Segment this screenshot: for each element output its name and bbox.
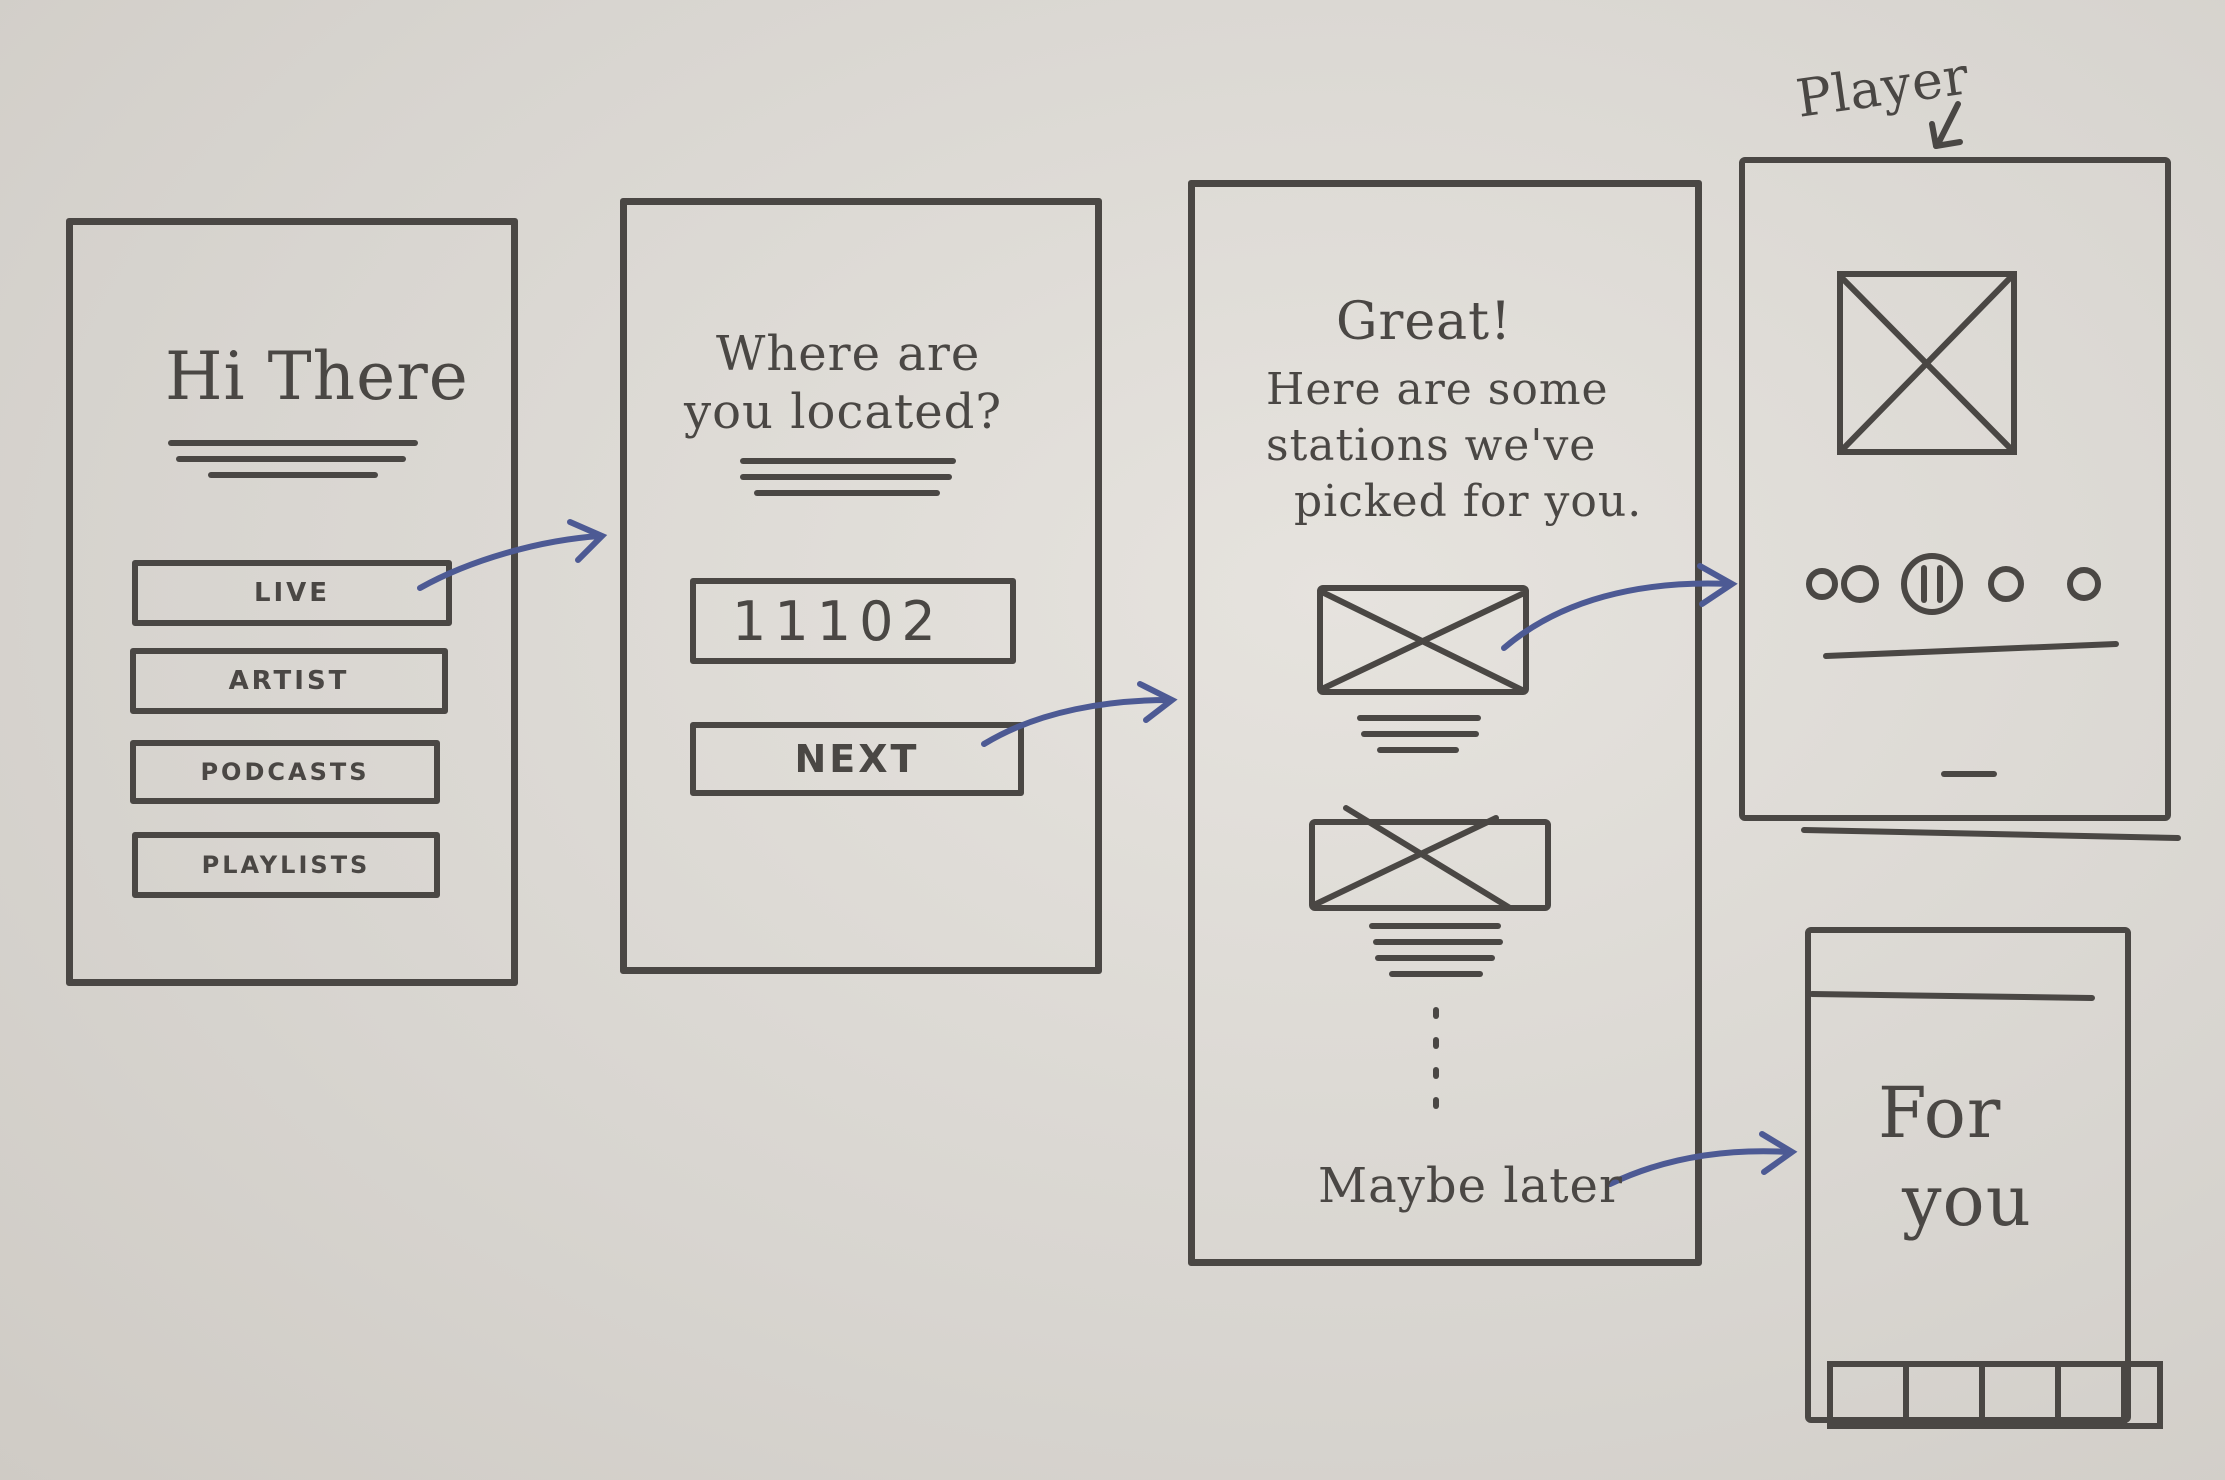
player-progress-bar — [1823, 641, 2119, 659]
player-prev-icon — [1806, 568, 1838, 600]
foryou-title-line2: you — [1902, 1160, 2032, 1242]
screen-foryou — [1805, 927, 2131, 1423]
flow-arrow-1 — [417, 533, 603, 591]
stations-subtitle-line2: stations we've — [1266, 420, 1597, 471]
zip-input[interactable]: 11102 — [690, 578, 1016, 664]
player-pause-icon — [1901, 553, 1963, 615]
location-title-line1: Where are — [716, 326, 981, 382]
player-pointer-arrow — [1935, 101, 1961, 147]
foryou-title-line1: For — [1878, 1072, 2002, 1154]
screen-player — [1739, 157, 2171, 821]
location-title-line2: you located? — [684, 384, 1003, 440]
foryou-tab-bar — [1827, 1361, 2163, 1429]
live-button[interactable]: LIVE — [132, 560, 452, 626]
stations-subtitle-line1: Here are some — [1266, 364, 1609, 415]
player-rewind-icon — [1841, 565, 1879, 603]
foryou-header-line — [1809, 991, 2095, 1001]
album-art-placeholder — [1837, 271, 2017, 455]
stations-subtitle-line3: picked for you. — [1294, 476, 1643, 527]
station-2-thumbnail — [1309, 819, 1551, 911]
flow-arrow-4 — [1607, 1148, 1793, 1187]
welcome-title: Hi There — [165, 338, 469, 415]
stations-title: Great! — [1336, 292, 1512, 352]
screen-welcome — [66, 218, 518, 986]
player-next-icon — [2067, 567, 2101, 601]
player-forward-icon — [1988, 566, 2024, 602]
flow-arrow-2 — [981, 697, 1173, 747]
podcasts-button[interactable]: PODCASTS — [130, 740, 440, 804]
next-button[interactable]: NEXT — [690, 722, 1024, 796]
location-text-lines — [740, 458, 956, 506]
playlists-button[interactable]: PLAYLISTS — [132, 832, 440, 898]
screen-stations — [1188, 180, 1702, 1266]
maybe-later-link[interactable]: Maybe later — [1318, 1158, 1623, 1214]
welcome-text-lines — [168, 440, 418, 488]
flow-arrow-3 — [1501, 580, 1733, 651]
station-1-thumbnail — [1317, 585, 1529, 695]
screen-location — [620, 198, 1102, 974]
artist-button[interactable]: ARTIST — [130, 648, 448, 714]
